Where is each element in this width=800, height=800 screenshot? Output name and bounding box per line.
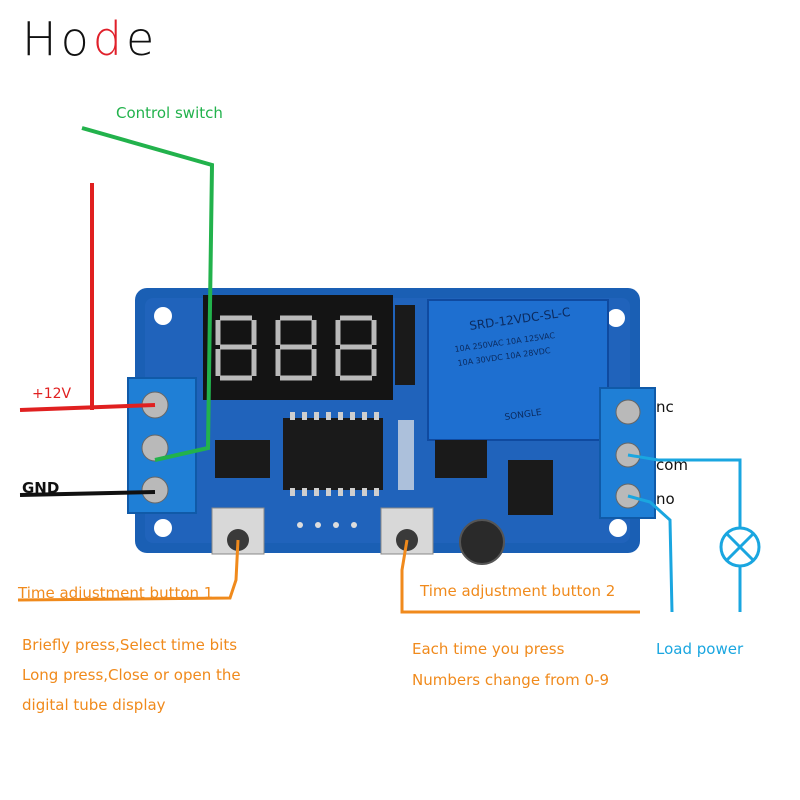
gnd-label: GND [22, 479, 60, 497]
optocoupler [215, 440, 270, 478]
mount-hole [609, 519, 627, 537]
terminal-screw [615, 399, 641, 425]
wire-green [81, 126, 215, 462]
callout-button-2 [400, 539, 640, 614]
button-2-desc-line1: Each time you press [412, 640, 565, 658]
button-2-label: Time adjustment button 2 [420, 582, 616, 600]
terminal-screw [141, 434, 169, 462]
transistor [508, 460, 553, 515]
ic-chip [283, 418, 383, 490]
brand-suffix: e [125, 12, 159, 66]
capacitor [459, 519, 505, 565]
mount-hole [154, 519, 172, 537]
wire-red [19, 183, 156, 412]
plus12v-label: +12V [32, 386, 72, 402]
brand-dot: d [92, 12, 126, 66]
load-power-label: Load power [656, 640, 744, 658]
button-1-desc-line2: Long press,Close or open the [22, 666, 241, 684]
button-1-desc-line1: Briefly press,Select time bits [22, 636, 238, 654]
lamp-icon [719, 526, 761, 568]
com-label: com [656, 456, 689, 474]
mount-hole [607, 309, 625, 327]
button-1-label: Time adjustment button 1 [18, 584, 214, 602]
callout-button-1 [17, 539, 240, 602]
brand-prefix: Ho [22, 12, 93, 66]
optocoupler [435, 440, 487, 478]
mount-hole [154, 307, 172, 325]
relay [427, 299, 609, 441]
brand-logo: Hode [22, 12, 158, 66]
button-1-desc-line3: digital tube display [22, 696, 166, 714]
led-indicator [398, 420, 414, 490]
nc-label: nc [656, 398, 674, 416]
no-label: no [656, 490, 675, 508]
wire-blue [627, 453, 742, 613]
terminal-screw [141, 476, 169, 504]
wire-black [19, 490, 156, 497]
control-switch-label: Control switch [116, 104, 223, 122]
button-2-desc-line2: Numbers change from 0-9 [412, 671, 609, 689]
